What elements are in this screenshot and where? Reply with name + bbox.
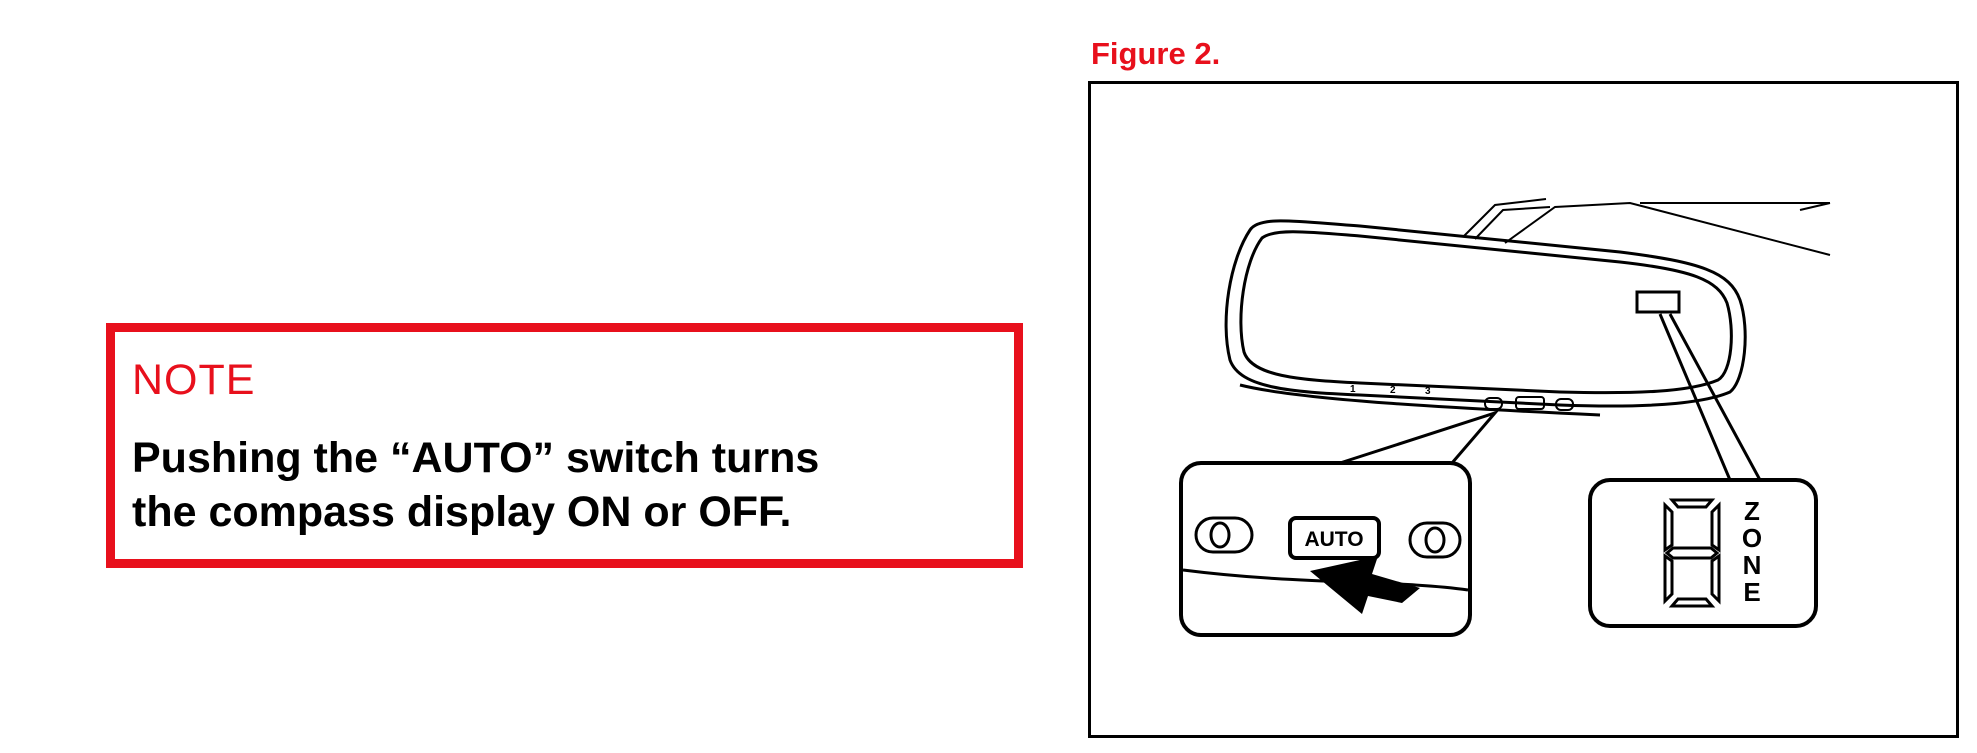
note-title: NOTE	[132, 356, 256, 404]
zone-letter-z: Z	[1744, 496, 1760, 526]
figure-title: Figure 2.	[1091, 36, 1221, 71]
zone-display-callout: Z O N E	[1588, 478, 1818, 628]
note-box	[106, 323, 1023, 568]
auto-switch-button	[1288, 516, 1381, 560]
zone-letter-e: E	[1743, 577, 1760, 607]
arrow-icon	[1310, 556, 1420, 614]
callout-leaders	[1339, 313, 1762, 481]
auto-switch-callout: AUTO	[1179, 461, 1472, 637]
zone-letter-n: N	[1743, 550, 1762, 580]
mirror-button-number-2: 2	[1390, 385, 1396, 396]
seven-segment-digit-icon	[1663, 498, 1721, 608]
mirror-body	[1224, 219, 1747, 417]
note-text-line-2: the compass display ON or OFF.	[132, 488, 792, 536]
mirror-small-buttons	[1484, 396, 1574, 411]
mirror-button-number-1: 1	[1350, 384, 1356, 395]
note-text-line-1: Pushing the “AUTO” switch turns	[132, 434, 820, 482]
zone-letter-o: O	[1742, 523, 1762, 553]
auto-switch-label: AUTO	[1304, 528, 1363, 551]
mirror-display-window	[1635, 290, 1681, 314]
mirror-button-number-3: 3	[1425, 386, 1431, 397]
figure-frame	[1088, 81, 1959, 738]
headliner-lines	[1462, 198, 1831, 256]
